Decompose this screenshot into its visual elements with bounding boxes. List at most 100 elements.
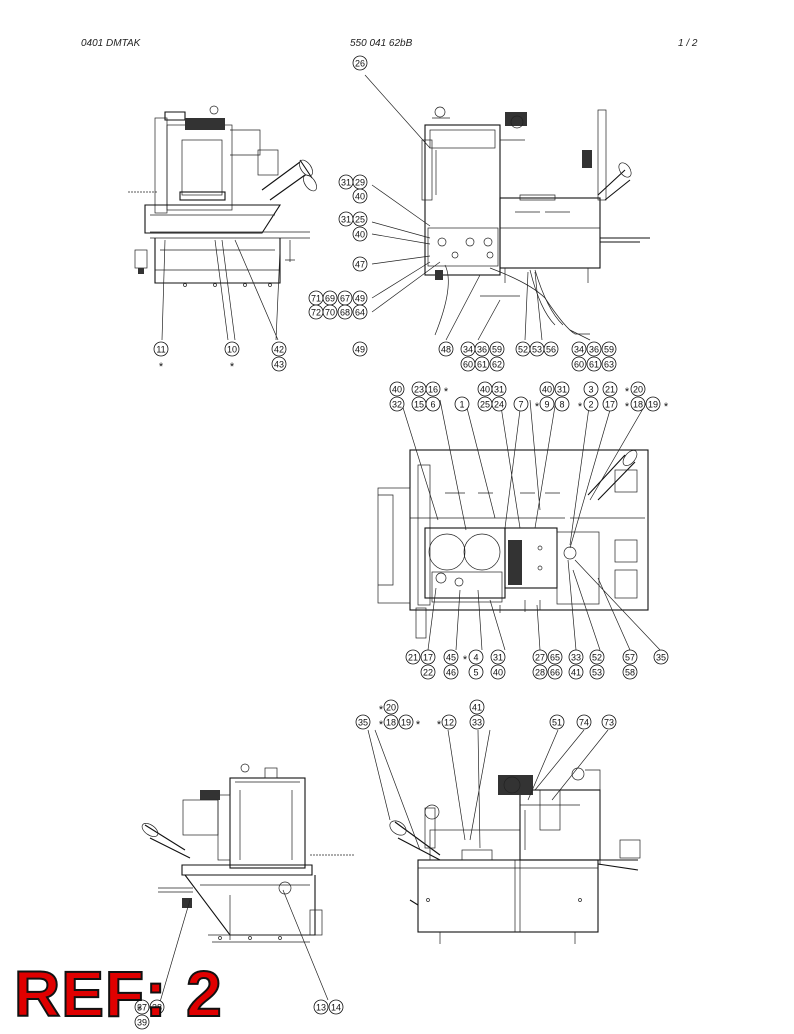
callout-37: 37 xyxy=(134,999,150,1015)
svg-text:10: 10 xyxy=(227,345,237,355)
callout-26: 26 xyxy=(352,55,368,71)
callout-40: 40 xyxy=(490,664,506,680)
asterisk-mark: * xyxy=(625,386,630,398)
asterisk-mark: * xyxy=(463,654,468,666)
svg-text:41: 41 xyxy=(472,703,482,713)
callout-17: 17 xyxy=(602,396,618,412)
svg-text:64: 64 xyxy=(355,308,365,318)
callout-67: 67 xyxy=(337,290,353,306)
svg-text:69: 69 xyxy=(325,294,335,304)
svg-text:47: 47 xyxy=(355,260,365,270)
callout-46: 46 xyxy=(443,664,459,680)
svg-text:67: 67 xyxy=(340,294,350,304)
svg-text:66: 66 xyxy=(550,668,560,678)
svg-text:26: 26 xyxy=(355,59,365,69)
callout-49: 49 xyxy=(352,290,368,306)
svg-text:45: 45 xyxy=(446,653,456,663)
callout-35: 35 xyxy=(355,714,371,730)
callout-53: 53 xyxy=(589,664,605,680)
svg-text:73: 73 xyxy=(604,718,614,728)
callout-27: 27 xyxy=(532,649,548,665)
callout-71: 71 xyxy=(308,290,324,306)
svg-text:23: 23 xyxy=(414,385,424,395)
header-page-number: 1 / 2 xyxy=(678,38,698,49)
svg-text:33: 33 xyxy=(472,718,482,728)
svg-text:51: 51 xyxy=(552,718,562,728)
svg-text:72: 72 xyxy=(311,308,321,318)
svg-text:40: 40 xyxy=(355,230,365,240)
svg-text:39: 39 xyxy=(137,1018,147,1028)
callout-72: 72 xyxy=(308,304,324,320)
callout-63: 63 xyxy=(601,356,617,372)
callout-31: 31 xyxy=(338,211,354,227)
svg-text:59: 59 xyxy=(492,345,502,355)
callout-20: 20 xyxy=(630,381,646,397)
svg-text:37: 37 xyxy=(137,1003,147,1013)
callout-53: 53 xyxy=(529,341,545,357)
callout-31: 31 xyxy=(554,381,570,397)
callout-73: 73 xyxy=(601,714,617,730)
callout-68: 68 xyxy=(337,304,353,320)
svg-text:8: 8 xyxy=(559,400,564,410)
asterisk-mark: * xyxy=(379,704,384,716)
svg-text:40: 40 xyxy=(392,385,402,395)
callout-39: 39 xyxy=(134,1014,150,1030)
callout-20: 20 xyxy=(383,699,399,715)
svg-text:19: 19 xyxy=(401,718,411,728)
callout-42: 42 xyxy=(271,341,287,357)
callout-31: 31 xyxy=(491,381,507,397)
svg-text:6: 6 xyxy=(430,400,435,410)
asterisk-mark: * xyxy=(437,719,442,731)
view-3-plan-view xyxy=(377,397,661,651)
svg-text:18: 18 xyxy=(386,718,396,728)
svg-text:31: 31 xyxy=(557,385,567,395)
callout-52: 52 xyxy=(589,649,605,665)
svg-text:4: 4 xyxy=(473,653,478,663)
svg-text:60: 60 xyxy=(574,360,584,370)
svg-text:32: 32 xyxy=(392,400,402,410)
callout-11: 11 xyxy=(153,341,169,357)
svg-text:56: 56 xyxy=(546,345,556,355)
callout-19: 19 xyxy=(398,714,414,730)
svg-text:71: 71 xyxy=(311,294,321,304)
svg-text:49: 49 xyxy=(355,294,365,304)
asterisk-mark: * xyxy=(379,719,384,731)
callout-58: 58 xyxy=(622,664,638,680)
callout-48: 48 xyxy=(438,341,454,357)
callout-70: 70 xyxy=(322,304,338,320)
ref-label: REF: 2 xyxy=(13,958,223,1030)
svg-text:57: 57 xyxy=(625,653,635,663)
callout-23: 23 xyxy=(411,381,427,397)
svg-text:46: 46 xyxy=(446,668,456,678)
callout-43: 43 xyxy=(271,356,287,372)
svg-text:21: 21 xyxy=(605,385,615,395)
svg-text:19: 19 xyxy=(648,400,658,410)
header-document-number: 550 041 62bB xyxy=(350,38,413,49)
svg-text:17: 17 xyxy=(605,400,615,410)
svg-text:29: 29 xyxy=(355,178,365,188)
callout-38: 38 xyxy=(149,999,165,1015)
svg-text:20: 20 xyxy=(633,385,643,395)
svg-text:31: 31 xyxy=(341,215,351,225)
callout-40: 40 xyxy=(352,226,368,242)
svg-text:40: 40 xyxy=(480,385,490,395)
svg-text:1: 1 xyxy=(459,400,464,410)
asterisk-mark: * xyxy=(535,401,540,413)
svg-text:58: 58 xyxy=(625,668,635,678)
svg-text:62: 62 xyxy=(492,360,502,370)
callout-33: 33 xyxy=(469,714,485,730)
callout-65: 65 xyxy=(547,649,563,665)
callout-22: 22 xyxy=(420,664,436,680)
callout-60: 60 xyxy=(571,356,587,372)
callout-51: 51 xyxy=(549,714,565,730)
svg-text:42: 42 xyxy=(274,345,284,355)
view-5-end-elevation xyxy=(367,729,641,944)
callout-62: 62 xyxy=(489,356,505,372)
callout-33: 33 xyxy=(568,649,584,665)
asterisk-mark: * xyxy=(578,401,583,413)
callout-47: 47 xyxy=(352,256,368,272)
callout-34: 34 xyxy=(460,341,476,357)
callout-41: 41 xyxy=(568,664,584,680)
svg-text:13: 13 xyxy=(316,1003,326,1013)
